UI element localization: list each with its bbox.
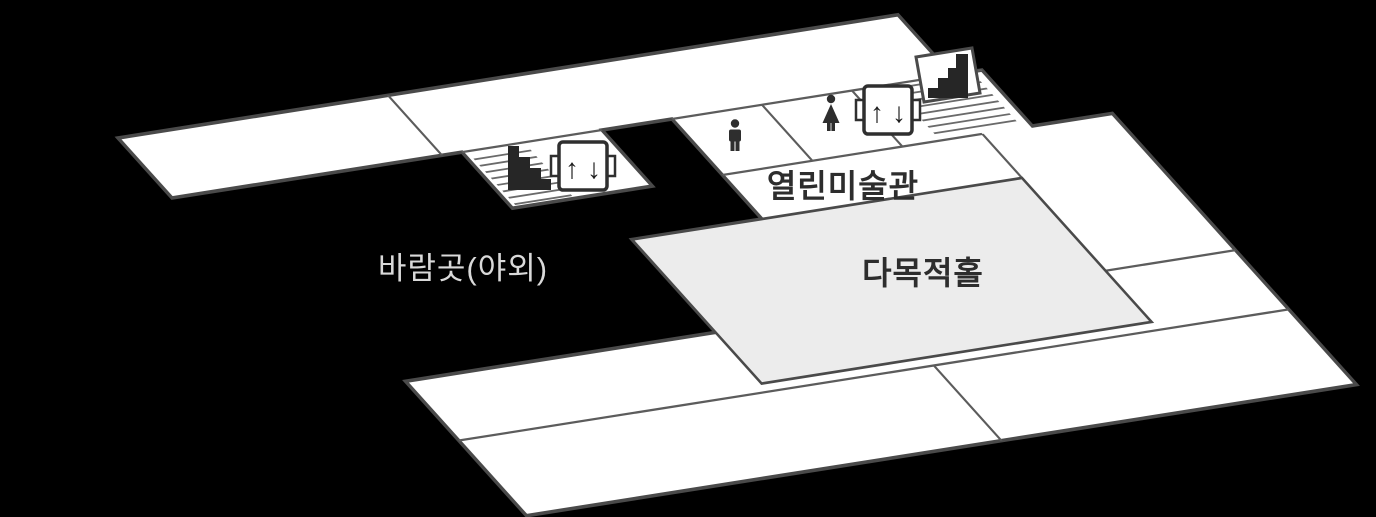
elevator-down-arrow-icon: ↓: [892, 97, 906, 128]
multipurpose-hall-room: [629, 176, 1155, 385]
elevator-icon-right: ↑ ↓: [854, 84, 922, 136]
elevator-icon-left: ↑ ↓: [549, 140, 617, 192]
restroom-male-icon: [729, 119, 741, 151]
stairs-icon-right: [928, 54, 968, 98]
elevator-box: [862, 84, 914, 136]
outdoor-area-label: 바람곳(야외): [378, 251, 548, 286]
stairs-icon-left: [508, 146, 551, 190]
floor-plan-layer: [114, 12, 1360, 517]
restroom-female-icon: [822, 94, 840, 131]
elevator-up-arrow-icon: ↑: [870, 97, 884, 128]
elevator-down-arrow-icon: ↓: [587, 153, 601, 184]
elevator-box: [557, 140, 609, 192]
icons-layer: ↑ ↓ ↑ ↓: [508, 46, 982, 192]
elevator-up-arrow-icon: ↑: [565, 153, 579, 184]
multipurpose-hall-label: 다목적홀: [862, 255, 984, 291]
labels-layer: 바람곳(야외) 열린미술관 다목적홀: [378, 168, 984, 291]
open-gallery-label: 열린미술관: [767, 168, 919, 204]
